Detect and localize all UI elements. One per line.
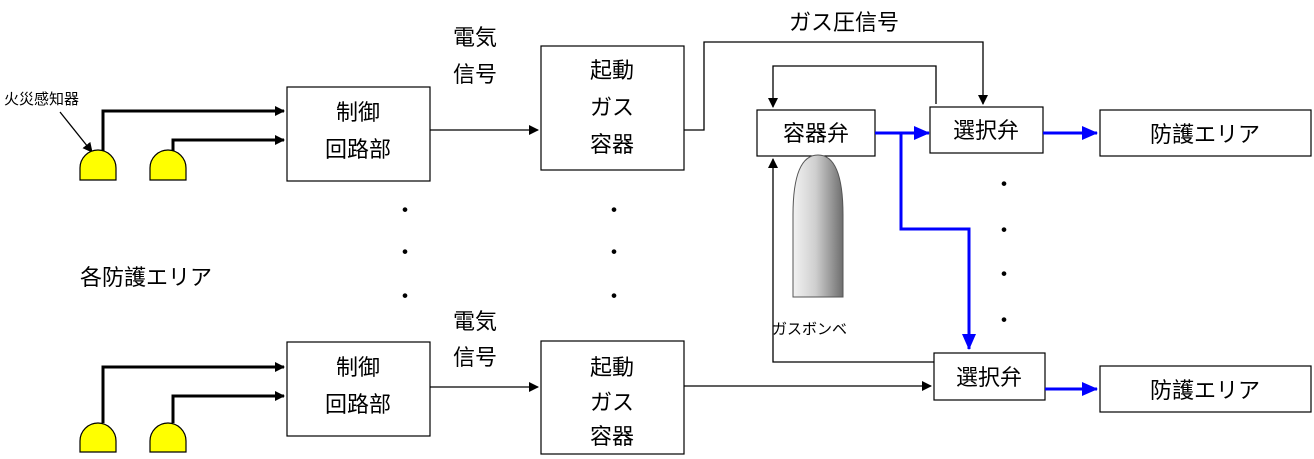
detector-wire: [101, 362, 285, 423]
gas-pressure-signal-label: ガス圧信号: [789, 11, 899, 36]
fire-detector-icon: [79, 422, 117, 453]
ellipsis-dot: ・: [394, 199, 416, 224]
detector-wire: [101, 106, 285, 151]
fire-detector-icon: [149, 422, 187, 453]
each-protected-area-label: 各防護エリア: [80, 266, 212, 291]
ellipsis-dot: ・: [394, 241, 416, 266]
selector-valve-label: 選択弁: [953, 119, 1019, 144]
valve-feedback-wire: [768, 158, 934, 363]
control-unit-label: 回路部: [325, 393, 391, 418]
electric-signal-label: 信号: [453, 63, 497, 88]
protected-area-label: 防護エリア: [1150, 123, 1260, 148]
detector-group-top: [79, 106, 285, 181]
ellipsis-dot: ・: [603, 199, 625, 224]
gas-pipe: [899, 133, 976, 350]
protected-area-top: 防護エリア: [1099, 109, 1312, 157]
fire-detector-icon: [79, 149, 117, 181]
detector-group-bottom: [79, 362, 285, 453]
electric-signal-label: 電気: [453, 310, 497, 335]
selector-valve-top: 選択弁: [929, 106, 1044, 154]
control-unit-label: 制御: [336, 356, 380, 381]
detector-wire: [171, 391, 285, 423]
control-unit-top: 制御 回路部: [286, 86, 431, 182]
fire-detector-pointer: [59, 111, 93, 153]
gas-pressure-signal-wire: [684, 41, 988, 131]
control-unit-label: 制御: [336, 101, 380, 126]
valve-feedback-wire: [768, 65, 937, 108]
ellipsis-dot: ・: [993, 173, 1015, 198]
gas-cylinder-label: ガスボンベ: [772, 320, 847, 338]
ellipsis-vertical: ・ ・ ・: [394, 199, 416, 310]
fire-detector-icon: [149, 149, 187, 181]
fire-detector-label: 火災感知器: [4, 90, 79, 108]
ellipsis-dot: ・: [993, 219, 1015, 244]
starter-gas-container-bottom: 起動 ガス 容器: [540, 340, 685, 455]
starter-label: ガス: [590, 96, 634, 121]
ellipsis-vertical: ・ ・ ・: [603, 199, 625, 310]
starter-label: ガス: [590, 391, 634, 416]
electric-signal-label: 信号: [453, 346, 497, 371]
protected-area-bottom: 防護エリア: [1099, 365, 1312, 413]
ellipsis-dot: ・: [993, 309, 1015, 334]
starter-label: 容器: [590, 425, 634, 450]
ellipsis-dot: ・: [394, 285, 416, 310]
control-unit-label: 回路部: [325, 138, 391, 163]
gas-cylinder-icon: [792, 154, 844, 298]
control-unit-bottom: 制御 回路部: [286, 341, 431, 437]
ellipsis-dot: ・: [603, 241, 625, 266]
detector-wire: [171, 135, 285, 151]
ellipsis-dot: ・: [993, 263, 1015, 288]
electric-signal-label: 電気: [453, 26, 497, 51]
starter-label: 起動: [590, 59, 634, 84]
starter-label: 起動: [590, 356, 634, 381]
selector-valve-label: 選択弁: [956, 366, 1022, 391]
starter-label: 容器: [590, 133, 634, 158]
ellipsis-dot: ・: [603, 285, 625, 310]
starter-gas-container-top: 起動 ガス 容器: [540, 45, 685, 171]
container-valve: 容器弁: [756, 109, 876, 157]
ellipsis-vertical: ・ ・ ・ ・: [993, 173, 1015, 334]
protected-area-label: 防護エリア: [1150, 379, 1260, 404]
container-valve-label: 容器弁: [783, 122, 849, 147]
selector-valve-bottom: 選択弁: [933, 352, 1046, 401]
